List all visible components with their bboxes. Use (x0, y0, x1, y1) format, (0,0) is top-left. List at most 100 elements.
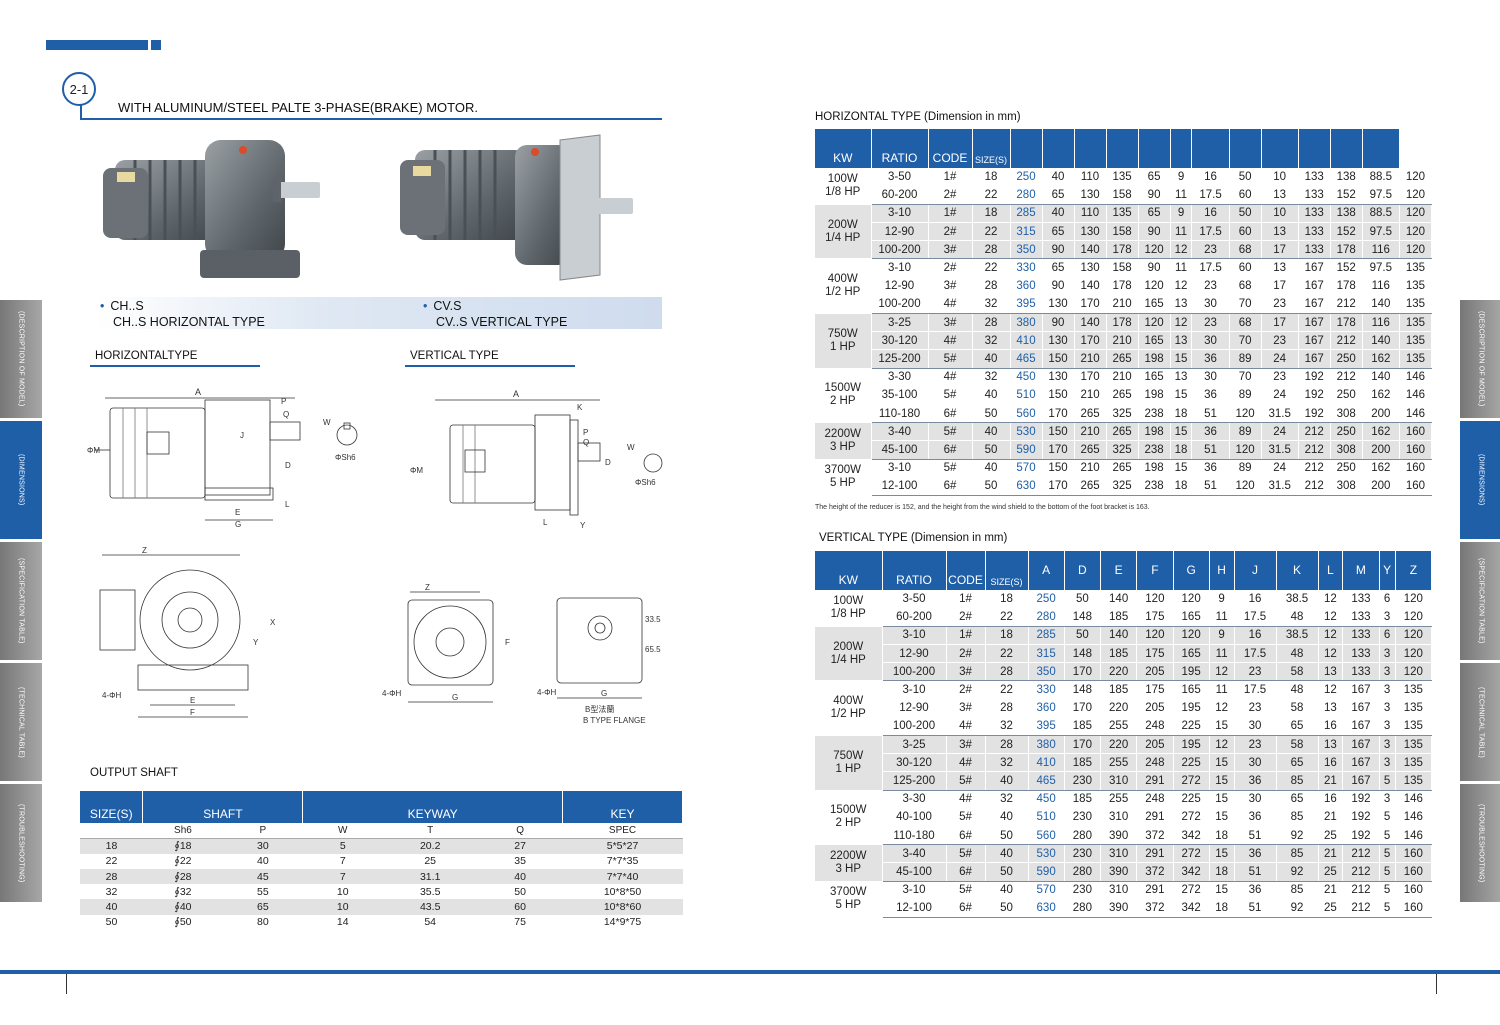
table-cell: 55 (257, 885, 269, 898)
table-cell: 5 (302, 838, 383, 854)
table-cell: 30-120 (882, 753, 947, 772)
table-cell: 170 (1042, 440, 1075, 460)
table-cell: 23 (1261, 331, 1299, 350)
table-cell: 120 (1138, 277, 1171, 296)
table-cell: 167 (1342, 699, 1380, 718)
kw-label: 1500W (824, 382, 861, 395)
table-cell: 135 (1399, 295, 1433, 315)
table-cell: 40 (972, 459, 1011, 478)
table-cell: 165 (1173, 680, 1210, 700)
kw-label: 750W (833, 749, 864, 762)
product-name: CH..S HORIZONTAL TYPE (113, 315, 265, 329)
table-cell: 23 (1261, 295, 1299, 315)
horizontal-drawing-title: HORIZONTALTYPE (95, 350, 198, 362)
dim-label-F: F (505, 638, 510, 647)
table-cell: 11 (1209, 644, 1235, 663)
header-ratio: RATIO (871, 129, 929, 168)
side-tab-1[interactable]: (DIMENSIONS) (1460, 421, 1500, 539)
table-cell: 212 (1298, 422, 1331, 441)
shaft-subheader-cell: W (302, 823, 383, 839)
table-cell: 23 (1191, 277, 1230, 296)
side-tab-4[interactable]: (TROUBLESHOOTING) (1460, 784, 1500, 902)
table-cell: 380 (1010, 313, 1043, 332)
table-cell: 315 (1028, 644, 1065, 663)
table-cell: 120 (1395, 590, 1433, 609)
side-tab-3[interactable]: (TECHNICAL TABLE) (0, 663, 42, 781)
table-cell: 11 (1209, 680, 1235, 700)
kw-label: 750W (827, 327, 858, 340)
table-cell: 255 (1100, 753, 1138, 772)
table-cell: 36 (1191, 422, 1230, 441)
dim-label-A: A (195, 387, 201, 397)
table-cell: 65 (1276, 753, 1319, 772)
table-cell: 185 (1100, 680, 1138, 700)
table-cell: 90 (1138, 258, 1171, 278)
table-cell: 200 (1362, 477, 1400, 496)
table-cell: 315 (1010, 222, 1043, 241)
side-tab-label: (TECHNICAL TABLE) (17, 686, 25, 758)
dim-label-Q: Q (283, 410, 289, 419)
table-cell: 9 (1209, 590, 1235, 609)
table-cell: 140 (1100, 590, 1138, 609)
side-tab-2[interactable]: (SPECIFICATION TABLE) (1460, 542, 1500, 660)
table-cell: 1# (946, 626, 986, 645)
table-cell: 40 (1042, 204, 1075, 223)
table-cell: 92 (1276, 899, 1319, 918)
dim-label-J: J (240, 431, 244, 440)
header-l: L (1318, 551, 1344, 590)
table-cell: 4# (946, 753, 986, 772)
table-cell: 175 (1136, 644, 1174, 663)
side-tab-label: (DIMENSIONS) (1477, 454, 1485, 506)
table-cell: 24 (1261, 459, 1299, 478)
table-cell: 22 (972, 222, 1011, 241)
table-cell: 250 (1330, 459, 1363, 478)
table-cell: 40 (80, 899, 143, 915)
table-cell: 170 (1074, 368, 1107, 387)
table-cell: 120 (1229, 477, 1262, 496)
side-tab-4[interactable]: (TROUBLESHOOTING) (0, 784, 42, 902)
table-cell: 22 (985, 608, 1029, 627)
table-cell: 5*5*27 (562, 838, 683, 854)
table-cell: 120 (1173, 590, 1210, 609)
table-cell: 40 (985, 771, 1029, 791)
table-cell: 310 (1100, 808, 1138, 827)
side-tab-3[interactable]: (TECHNICAL TABLE) (1460, 663, 1500, 781)
table-cell: 135 (1399, 277, 1433, 296)
table-cell: 51 (1191, 404, 1230, 424)
side-tab-1[interactable]: (DIMENSIONS) (0, 421, 42, 539)
table-cell: 3 (1379, 699, 1396, 718)
table-cell: 238 (1138, 440, 1171, 460)
table-cell: 100-200 (882, 662, 947, 682)
table-cell: 5# (946, 881, 986, 900)
dim-label-Sh6: ΦSh6 (335, 453, 356, 462)
table-cell: 13 (1318, 699, 1344, 718)
bullet-dot: • (423, 299, 428, 313)
table-cell: 230 (1064, 844, 1102, 863)
table-cell: 133 (1342, 590, 1380, 609)
table-cell: 3-10 (882, 680, 947, 700)
table-cell: 165 (1138, 331, 1171, 350)
table-cell: 630 (1028, 899, 1065, 918)
table-cell: 133 (1298, 240, 1331, 260)
table-cell: 65 (1042, 258, 1075, 278)
table-cell: 50 (1064, 626, 1102, 645)
dim-label-G: G (601, 689, 607, 698)
side-tab-0[interactable]: (DESCRIPTION OF MODEL) (0, 300, 42, 418)
table-cell: 5# (928, 349, 973, 369)
table-cell: 2# (928, 222, 973, 241)
side-tab-2[interactable]: (SPECIFICATION TABLE) (0, 542, 42, 660)
kw-label: 2200W (830, 849, 867, 862)
table-cell: 58 (1276, 735, 1319, 754)
table-cell: 6# (946, 826, 986, 846)
table-cell: 40-100 (882, 808, 947, 827)
table-cell: 35-100 (871, 386, 929, 405)
table-cell: 395 (1028, 717, 1065, 737)
side-tab-0[interactable]: (DESCRIPTION OF MODEL) (1460, 300, 1500, 418)
